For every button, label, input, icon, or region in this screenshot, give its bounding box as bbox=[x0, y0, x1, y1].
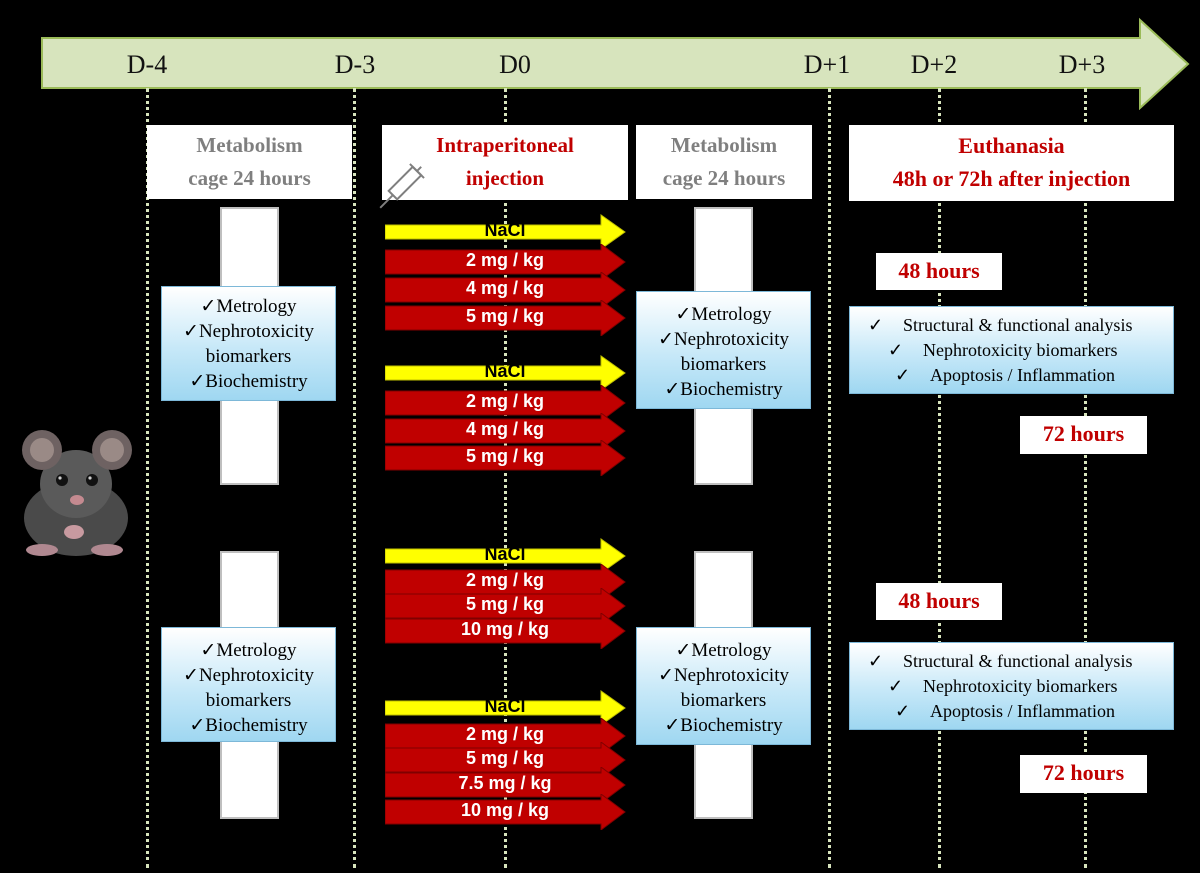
analysis-box-bottom: ✓Structural & functional analysis ✓Nephr… bbox=[849, 642, 1174, 730]
metabolism-before-title: Metabolism bbox=[196, 133, 303, 157]
metabolism-cage-before-box: Metabolism cage 24 hours bbox=[147, 125, 352, 199]
dose-arrow: 5 mg / kg bbox=[385, 440, 627, 476]
analysis-box-top: ✓Structural & functional analysis ✓Nephr… bbox=[849, 306, 1174, 394]
dose-arrow: 2 mg / kg bbox=[385, 385, 627, 421]
measure-item: biomarkers bbox=[680, 690, 767, 711]
dose-arrow: 7.5 mg / kg bbox=[385, 767, 627, 803]
measure-item: ✓Nephrotoxicity bbox=[658, 665, 789, 686]
dose-arrow: 4 mg / kg bbox=[385, 413, 627, 449]
measure-item: ✓Metrology bbox=[675, 304, 772, 325]
dose-arrow: 5 mg / kg bbox=[385, 300, 627, 336]
metabolism-after-subtitle: cage 24 hours bbox=[662, 166, 786, 190]
measure-item: biomarkers bbox=[205, 346, 292, 367]
day-line-d0 bbox=[504, 88, 507, 868]
day-label-d+2: D+2 bbox=[910, 50, 958, 79]
euthanasia-time-48h: 48 hours bbox=[876, 253, 1002, 290]
dose-arrow-control: NaCl bbox=[385, 690, 627, 726]
day-label-d-3: D-3 bbox=[334, 50, 376, 79]
syringe-icon bbox=[379, 163, 425, 209]
injection-title: Intraperitoneal bbox=[436, 133, 574, 157]
day-line-d+3 bbox=[1084, 88, 1087, 868]
measures-box-before-top: ✓Metrology ✓Nephrotoxicity biomarkers ✓B… bbox=[161, 286, 336, 401]
injection-subtitle: injection bbox=[465, 166, 545, 190]
euthanasia-subtitle: 48h or 72h after injection bbox=[892, 166, 1131, 191]
measure-item: biomarkers bbox=[680, 354, 767, 375]
measure-item: ✓Biochemistry bbox=[664, 379, 783, 400]
measure-item: ✓Nephrotoxicity bbox=[183, 665, 314, 686]
dose-arrow: 5 mg / kg bbox=[385, 588, 627, 624]
measure-item: biomarkers bbox=[205, 690, 292, 711]
day-line-d-3 bbox=[353, 88, 356, 868]
analysis-item: ✓Nephrotoxicity biomarkers bbox=[888, 340, 1118, 360]
metabolism-before-subtitle: cage 24 hours bbox=[188, 166, 311, 190]
measure-item: ✓Metrology bbox=[200, 640, 297, 661]
dose-arrow: 4 mg / kg bbox=[385, 272, 627, 308]
euthanasia-box: Euthanasia 48h or 72h after injection bbox=[849, 125, 1174, 201]
day-label-d0: D0 bbox=[499, 50, 531, 79]
dose-arrow: 2 mg / kg bbox=[385, 718, 627, 754]
dose-arrow-control: NaCl bbox=[385, 538, 627, 574]
dose-arrow: 10 mg / kg bbox=[385, 794, 627, 830]
measures-box-after-bottom: ✓Metrology ✓Nephrotoxicity biomarkers ✓B… bbox=[636, 627, 811, 745]
day-label-d+1: D+1 bbox=[803, 50, 851, 79]
injection-box: Intraperitoneal injection bbox=[382, 125, 628, 200]
dose-arrow: 2 mg / kg bbox=[385, 564, 627, 600]
euthanasia-title: Euthanasia bbox=[958, 133, 1065, 158]
day-label-d+3: D+3 bbox=[1058, 50, 1106, 79]
measure-item: ✓Biochemistry bbox=[664, 715, 783, 736]
analysis-item: ✓Structural & functional analysis bbox=[868, 651, 1133, 671]
day-line-d-4 bbox=[146, 88, 149, 868]
euthanasia-time-72h: 72 hours bbox=[1020, 416, 1147, 454]
measures-box-after-top: ✓Metrology ✓Nephrotoxicity biomarkers ✓B… bbox=[636, 291, 811, 409]
metabolism-cage-after-box: Metabolism cage 24 hours bbox=[636, 125, 812, 199]
metabolism-after-title: Metabolism bbox=[670, 133, 778, 157]
timeline-arrow bbox=[41, 17, 1190, 110]
euthanasia-time-48h: 48 hours bbox=[876, 583, 1002, 620]
analysis-item: ✓Nephrotoxicity biomarkers bbox=[888, 676, 1118, 696]
measures-box-before-bottom: ✓Metrology ✓Nephrotoxicity biomarkers ✓B… bbox=[161, 627, 336, 742]
dose-arrow-control: NaCl bbox=[385, 214, 627, 250]
measure-item: ✓Nephrotoxicity bbox=[183, 321, 314, 342]
measure-item: ✓Metrology bbox=[675, 640, 772, 661]
dose-arrow-control: NaCl bbox=[385, 355, 627, 391]
analysis-item: ✓Apoptosis / Inflammation bbox=[895, 365, 1115, 385]
dose-arrow: 10 mg / kg bbox=[385, 613, 627, 649]
measure-item: ✓Metrology bbox=[200, 296, 297, 317]
mouse-icon bbox=[22, 430, 132, 556]
day-line-d+2 bbox=[938, 88, 941, 868]
measure-item: ✓Biochemistry bbox=[189, 371, 308, 392]
euthanasia-time-72h: 72 hours bbox=[1020, 755, 1147, 793]
dose-arrow: 2 mg / kg bbox=[385, 244, 627, 280]
day-line-d+1 bbox=[828, 88, 831, 868]
day-label-d-4: D-4 bbox=[126, 50, 168, 79]
measure-item: ✓Biochemistry bbox=[189, 715, 308, 736]
analysis-item: ✓Structural & functional analysis bbox=[868, 315, 1133, 335]
dose-arrow: 5 mg / kg bbox=[385, 742, 627, 778]
measure-item: ✓Nephrotoxicity bbox=[658, 329, 789, 350]
analysis-item: ✓Apoptosis / Inflammation bbox=[895, 701, 1115, 721]
